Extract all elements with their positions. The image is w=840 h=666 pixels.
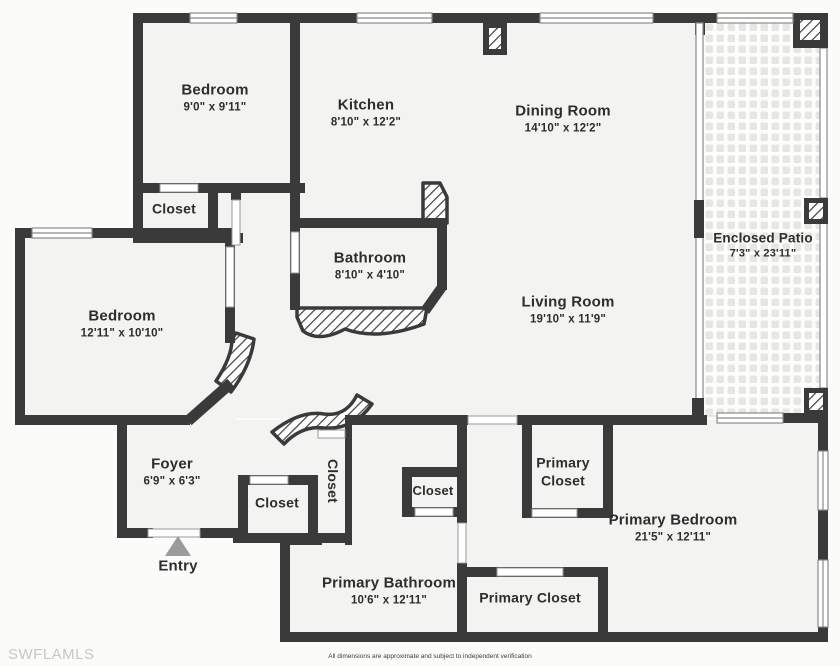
bathroom-lower-door-swing-icon	[295, 306, 429, 339]
walls	[15, 13, 828, 642]
window	[817, 559, 829, 628]
columns	[483, 13, 828, 415]
kitchen-column-icon	[489, 28, 501, 49]
window	[539, 12, 654, 24]
floor-areas	[701, 17, 824, 417]
bathroom-door-swing-icon	[421, 181, 449, 225]
disclaimer-text: All dimensions are approximate and subje…	[328, 653, 532, 660]
patio-column-icon	[809, 203, 823, 219]
patio-tile-floor	[701, 17, 824, 417]
window	[716, 12, 794, 24]
watermark-logo: SWFLAMLS	[8, 646, 95, 663]
hall-door-swing-icon	[270, 393, 374, 446]
window	[716, 412, 784, 424]
window	[817, 450, 829, 511]
door-openings	[147, 183, 578, 577]
entry-arrow-icon	[165, 536, 191, 556]
patio-column-icon	[800, 20, 820, 40]
window	[31, 227, 93, 239]
window	[189, 12, 238, 24]
patio-column-icon	[809, 393, 823, 410]
window	[356, 12, 433, 24]
windows	[31, 12, 829, 628]
